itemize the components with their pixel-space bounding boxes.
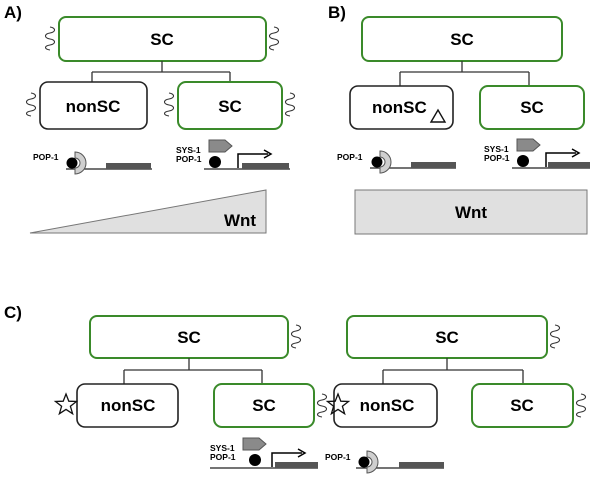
panel-c-right-sc-parent-label: SC [435, 328, 459, 347]
sys1-shape [208, 139, 233, 153]
panel-c-left-nonsc [76, 383, 179, 428]
panel-b-pop1-label: POP-1 [337, 152, 363, 162]
gene-bar [548, 162, 590, 168]
pop1-dot [209, 156, 221, 168]
panel-c-left-sc-daughter [213, 383, 315, 428]
panel-c-left-sc-parent-label: SC [177, 328, 201, 347]
panel-a-nonsc-label: nonSC [66, 97, 121, 116]
panel-c-right-lineage [382, 358, 524, 384]
corepressor-shape [74, 151, 87, 175]
panel-c-sys1-label: SYS-1 [210, 443, 235, 453]
arrow-head-icon [263, 149, 273, 159]
arrow-head-icon [571, 148, 581, 158]
gene-bar [275, 462, 318, 468]
panel-c-left-sc-daughter-label: SC [252, 396, 276, 415]
pop1-dot [371, 156, 383, 168]
panel-c-pop1b-label: POP-1 [210, 452, 236, 462]
coil-icon [284, 92, 296, 117]
arrow-head-icon [297, 448, 307, 458]
panel-b-sc-parent-label: SC [450, 30, 474, 49]
transcription-arrow [545, 152, 576, 167]
star-icon [53, 392, 79, 416]
panel-c-left-nonsc-label: nonSC [101, 396, 156, 415]
panel-a-sys1-label: SYS-1 [176, 145, 201, 155]
panel-b-lineage [399, 61, 530, 86]
transcription-arrow [271, 452, 302, 467]
panel-c-right-sc-daughter-label: SC [510, 396, 534, 415]
panel-c-right-nonsc-label: nonSC [360, 396, 415, 415]
coil-icon [44, 26, 56, 51]
pop1-dot [66, 157, 78, 169]
panel-a-wnt-gradient [29, 189, 267, 234]
gene-bar [106, 163, 151, 169]
corepressor-shape [366, 450, 379, 474]
panel-b-wnt-label: Wnt [455, 203, 487, 222]
gene-bar [399, 462, 444, 468]
panel-b-nonsc [349, 85, 454, 130]
panel-a-sc-daughter-label: SC [218, 97, 242, 116]
coil-icon [549, 324, 561, 349]
panel-b-wnt-uniform [354, 189, 588, 235]
coil-icon [290, 324, 302, 349]
coil-icon [268, 26, 280, 51]
panel-a-lineage [91, 61, 231, 82]
panel-b-sc-daughter-label: SC [520, 98, 544, 117]
coil-icon [163, 92, 175, 117]
panel-c-label: C) [4, 303, 22, 322]
triangle-icon [429, 108, 447, 123]
pop1-dot [358, 456, 370, 468]
panel-c-right-sc-daughter [471, 383, 574, 428]
transcription-arrow [237, 153, 268, 168]
coil-icon [316, 393, 328, 418]
sys1-shape [242, 437, 267, 451]
corepressor-shape [379, 150, 392, 174]
panel-b-pop1b-label: POP-1 [484, 153, 510, 163]
coil-icon [575, 393, 587, 418]
coil-icon [25, 92, 37, 117]
panel-c-right-nonsc [333, 383, 438, 428]
panel-b-sys1-label: SYS-1 [484, 144, 509, 154]
panel-a-pop1-label: POP-1 [33, 152, 59, 162]
sys1-shape [516, 138, 541, 152]
panel-a-sc-parent-label: SC [150, 30, 174, 49]
gene-bar [411, 162, 456, 168]
panel-b-label: B) [328, 3, 346, 22]
panel-a-wnt-label: Wnt [224, 211, 256, 230]
panel-b-sc-daughter [479, 85, 585, 130]
panel-c-left-lineage [123, 358, 263, 384]
pop1-dot [517, 155, 529, 167]
gene-bar [242, 163, 289, 169]
panel-b-nonsc-label: nonSC [372, 98, 427, 117]
panel-c-pop1-label: POP-1 [325, 452, 351, 462]
panel-a-pop1b-label: POP-1 [176, 154, 202, 164]
panel-a-nonsc [39, 81, 148, 130]
star-icon [325, 392, 351, 416]
pop1-dot [249, 454, 261, 466]
panel-a-label: A) [4, 3, 22, 22]
panel-a-sc-daughter [177, 81, 283, 130]
